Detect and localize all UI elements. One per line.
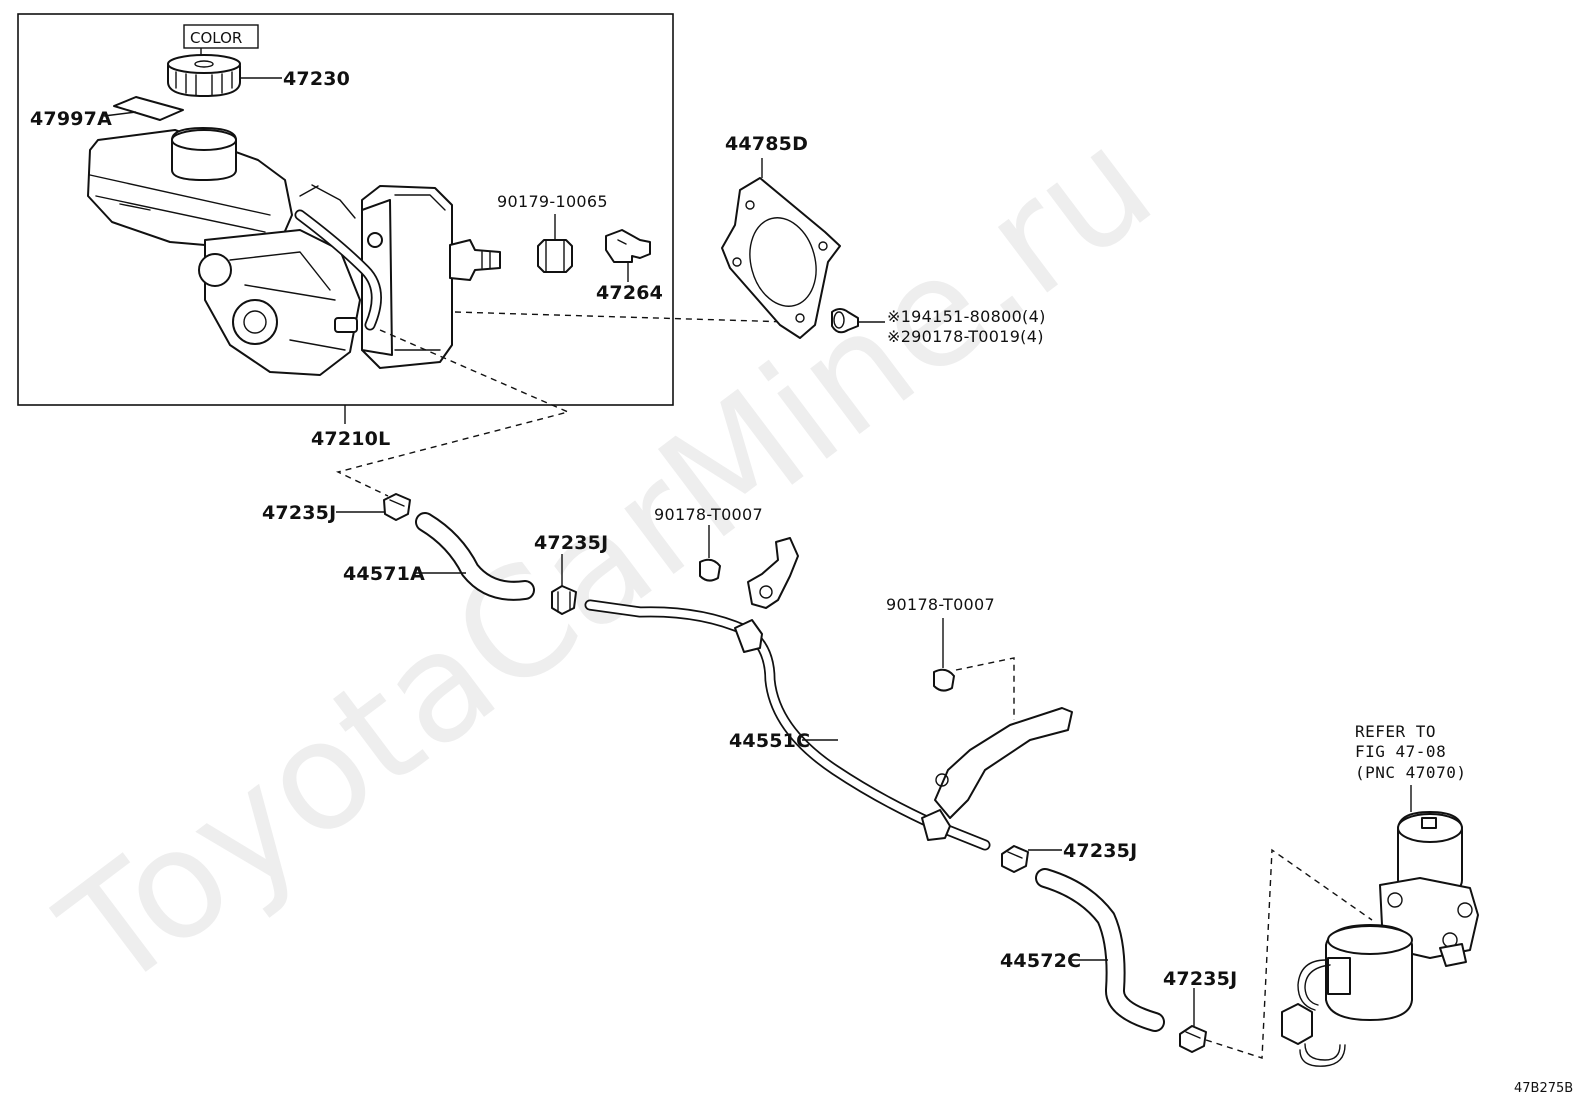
color-tag-text: COLOR: [190, 29, 242, 47]
refer-note-line1: REFER TO: [1355, 722, 1436, 741]
label-cap: 47230: [283, 68, 350, 90]
label-nut-middle: 90178-T0007: [654, 505, 763, 524]
refer-note-line3: (PNC 47070): [1355, 763, 1466, 782]
label-clip-upper: 47235J: [262, 502, 336, 524]
label-master-cylinder-assy: 47210L: [311, 428, 390, 450]
pipe-main-icon[interactable]: [584, 537, 1073, 851]
clip-upper-icon[interactable]: [383, 493, 411, 521]
label-plate: 47997A: [30, 108, 112, 130]
nut-upper-icon[interactable]: [537, 239, 573, 273]
label-nut-right: 90178-T0007: [886, 595, 995, 614]
clip-right-icon[interactable]: [1001, 845, 1029, 873]
label-nut-upper: 90179-10065: [497, 192, 608, 211]
clip-lower-icon[interactable]: [1179, 1025, 1207, 1053]
gasket-icon[interactable]: [721, 177, 841, 339]
hose-upper-icon[interactable]: [415, 512, 535, 601]
pump-motor-icon[interactable]: [1281, 811, 1479, 1067]
label-bracket-small: 47264: [596, 282, 663, 304]
label-pipe-main: 44551C: [729, 730, 810, 752]
diagram-code: 47B275B: [1514, 1081, 1573, 1096]
nut-middle-icon[interactable]: [699, 558, 721, 582]
label-gasket: 44785D: [725, 133, 808, 155]
reservoir-cap-icon[interactable]: [167, 54, 241, 97]
label-bolt-1: ※194151-80800(4): [887, 307, 1046, 326]
master-cylinder-body-icon[interactable]: [87, 127, 501, 376]
label-clip-lower: 47235J: [1163, 968, 1237, 990]
label-plate-icon[interactable]: [113, 96, 184, 121]
label-clip-right: 47235J: [1063, 840, 1137, 862]
hose-lower-icon[interactable]: [1035, 868, 1165, 1032]
label-hose-lower: 44572C: [1000, 950, 1081, 972]
bolt-icon[interactable]: [831, 308, 859, 334]
color-tag: COLOR: [183, 24, 259, 66]
clip-middle-icon[interactable]: [551, 585, 577, 615]
refer-note-line2: FIG 47-08: [1355, 742, 1446, 761]
label-clip-middle: 47235J: [534, 532, 608, 554]
bracket-small-icon[interactable]: [605, 229, 651, 263]
nut-right-icon[interactable]: [933, 668, 955, 692]
label-hose-upper: 44571A: [343, 563, 425, 585]
label-bolt-2: ※290178-T0019(4): [887, 327, 1044, 346]
